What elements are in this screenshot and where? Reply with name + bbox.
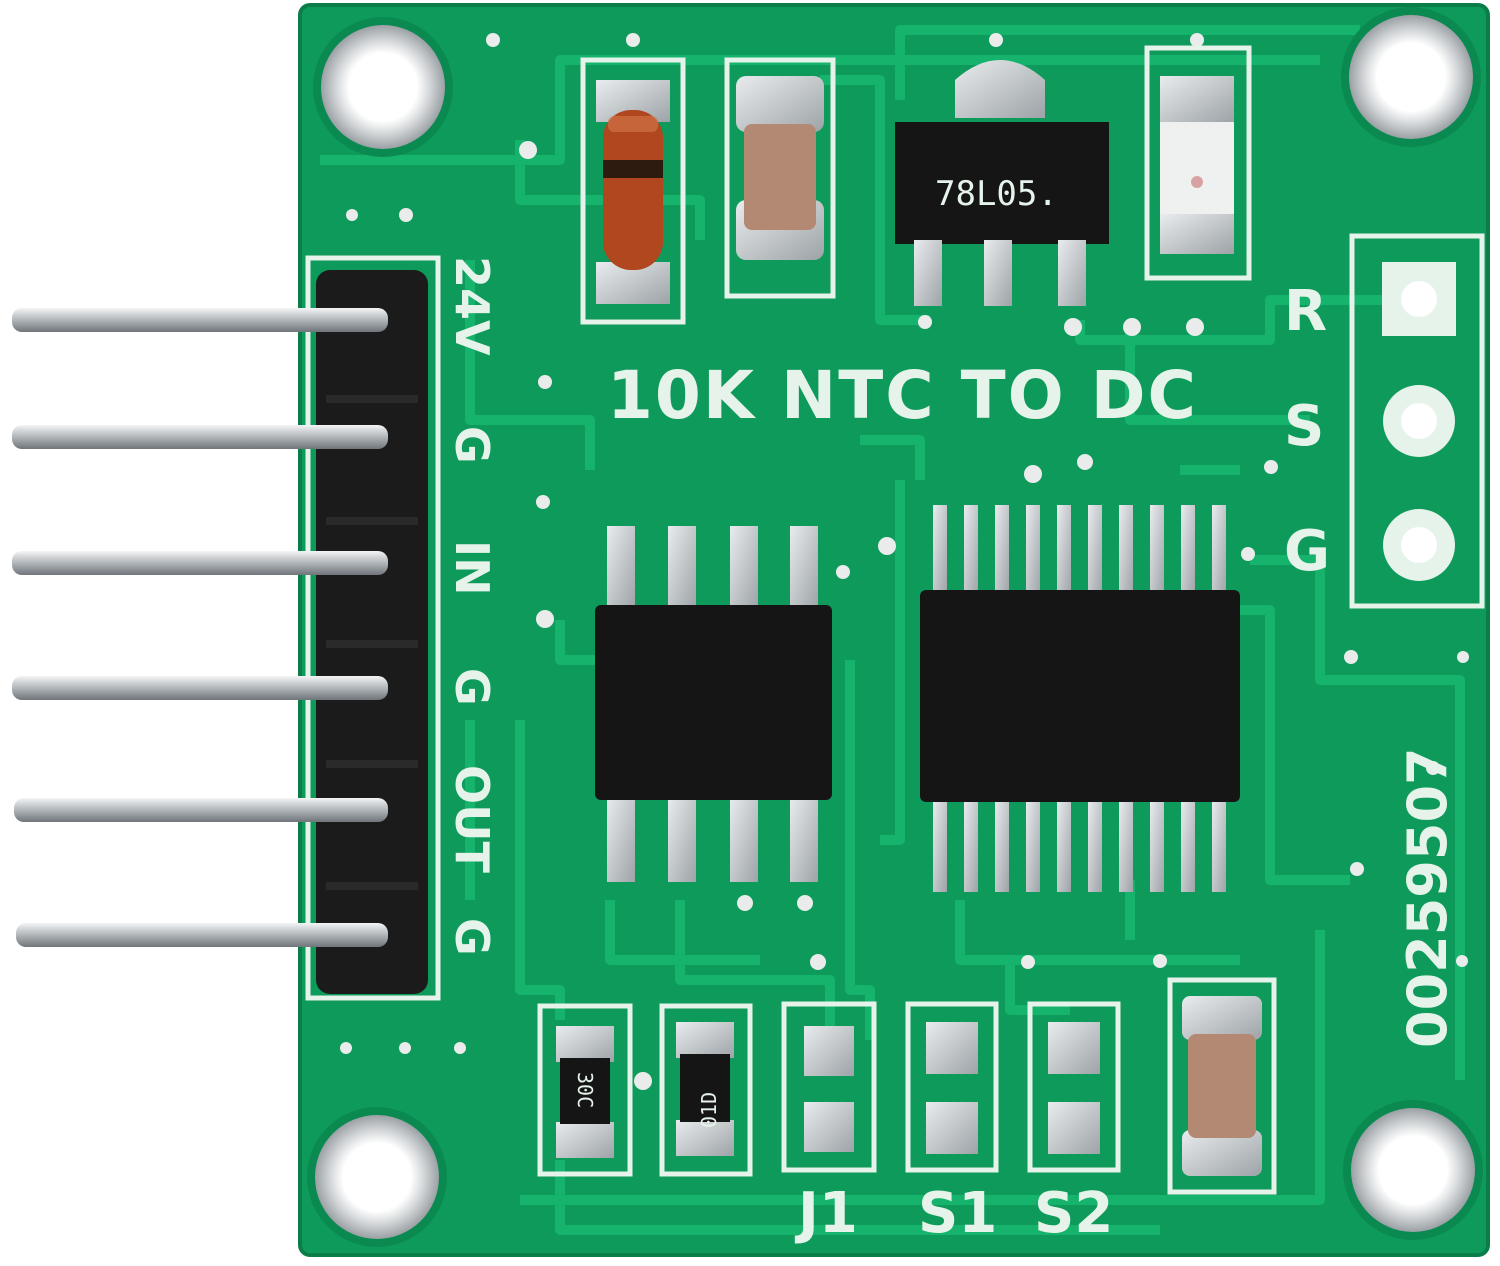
- ssop20-chip: [920, 505, 1240, 892]
- capacitor-top: [744, 124, 816, 230]
- pin-label-g1: G: [445, 426, 499, 464]
- jumper-pads: [781, 1001, 1121, 1173]
- capacitor-bottom: [1188, 1034, 1256, 1138]
- sensor-terminal-outline: [1349, 233, 1485, 609]
- regulator-marking: 78L05.: [935, 174, 1058, 214]
- vias: [340, 33, 1469, 1090]
- pin-label-g3: G: [445, 918, 499, 956]
- board-title: 10K NTC TO DC: [607, 357, 1198, 434]
- header-pin-6: [16, 923, 388, 947]
- header-pin-1: [12, 308, 388, 332]
- soic8-chip: [595, 526, 832, 882]
- serial-number: 00259507: [1396, 747, 1459, 1048]
- copper-traces: [320, 25, 1465, 1235]
- pin-label-in: IN: [445, 540, 499, 596]
- voltage-regulator: 78L05.: [895, 60, 1109, 306]
- pin-label-out: OUT: [445, 765, 499, 873]
- header-pin-4: [12, 676, 388, 700]
- sensor-label-s: S: [1284, 394, 1324, 459]
- sensor-label-r: R: [1284, 279, 1327, 344]
- header-pin-2: [12, 425, 388, 449]
- jumper-label-s2: S2: [1034, 1181, 1113, 1246]
- pcb-board: [300, 5, 1488, 1255]
- mounting-holes: [307, 7, 1483, 1247]
- sensor-label-g: G: [1284, 519, 1330, 584]
- pin-label-g2: G: [445, 668, 499, 706]
- header-pin-3: [12, 551, 388, 575]
- resistor-1-marking: 30C: [573, 1072, 597, 1108]
- header-pin-5: [14, 798, 388, 822]
- pin-label-24v: 24V: [445, 256, 499, 356]
- jumper-label-s1: S1: [918, 1181, 997, 1246]
- header-outline: [305, 255, 441, 1001]
- resistor-2: [680, 1054, 730, 1122]
- header-pins: [12, 308, 388, 947]
- jumper-label-j1: J1: [794, 1181, 858, 1246]
- diode: [603, 110, 663, 270]
- resistor-1: [560, 1058, 610, 1124]
- resistor-2-marking: 01D: [697, 1092, 721, 1128]
- header-labels: 24V G IN G OUT G: [445, 256, 499, 956]
